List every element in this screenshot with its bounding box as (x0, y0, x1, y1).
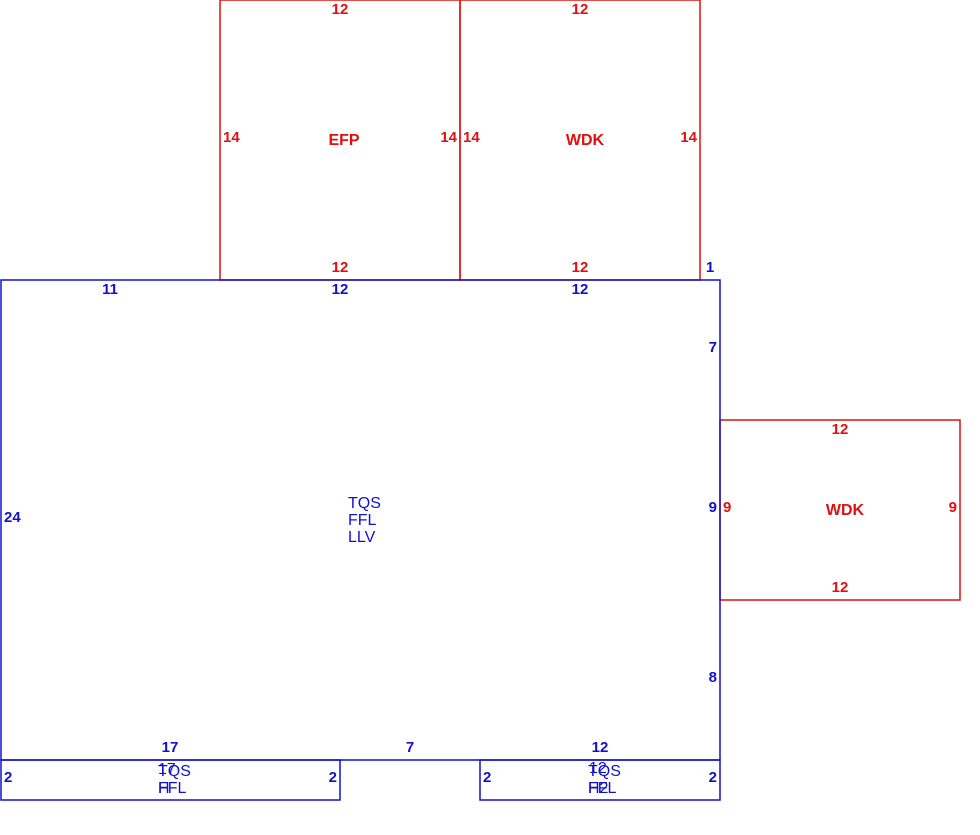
efp-bottom-dimension: 12 (332, 259, 349, 276)
wdk-right-left-dimension: 9 (723, 499, 731, 516)
wdk-top-top-dimension: 12 (572, 1, 589, 18)
main-area: TQS FFL LLV 11 12 12 1 7 9 8 24 17 7 12 (0, 259, 721, 761)
bump-left-right-dimension: 2 (329, 769, 337, 786)
wdk-top-code: WDK (566, 132, 605, 149)
bump-left-overlap-2: H (158, 780, 170, 797)
bump-right-overlap-2: H2 (588, 780, 609, 797)
main-top-right-dimension: 12 (572, 281, 589, 298)
wdk-top-right-dimension: 14 (680, 129, 697, 146)
main-bottom-right-dimension: 12 (592, 739, 609, 756)
main-bottom-left-dimension: 17 (162, 739, 179, 756)
bump-right-right-dimension: 2 (709, 769, 717, 786)
wdk-top-bottom-dimension: 12 (572, 259, 589, 276)
wdk-top-area: WDK 12 12 14 14 (459, 0, 701, 281)
main-top-mid-dimension: 12 (332, 281, 349, 298)
bump-left-code-1: TQS (158, 763, 191, 780)
bump-right-area: TQS FFL 12 H2 2 2 (479, 759, 721, 801)
wdk-right-top-dimension: 12 (832, 421, 849, 438)
wdk-right-bottom-dimension: 12 (832, 579, 849, 596)
main-top-left-dimension: 11 (102, 281, 118, 298)
efp-right-dimension: 14 (440, 129, 457, 146)
efp-code: EFP (328, 132, 359, 149)
efp-left-dimension: 14 (223, 129, 240, 146)
main-code-3: LLV (348, 529, 376, 546)
bump-left-outline (0, 759, 341, 801)
main-right-upper-dimension: 7 (709, 339, 717, 356)
wdk-right-right-dimension: 9 (949, 499, 957, 516)
bump-right-overlap-1: 12 (589, 760, 607, 777)
main-left-dimension: 24 (4, 509, 21, 526)
bump-left-overlap-1: 17 (158, 761, 176, 778)
bump-right-outline (479, 759, 721, 801)
main-right-lower-dimension: 8 (709, 669, 717, 686)
bump-right-code-1: TQS (588, 763, 621, 780)
efp-top-dimension: 12 (332, 1, 349, 18)
main-code-1: TQS (348, 495, 381, 512)
main-right-mid-dimension: 9 (709, 499, 717, 516)
main-outline (0, 279, 721, 761)
main-top-corner-dimension: 1 (706, 259, 714, 276)
wdk-top-left-dimension: 14 (463, 129, 480, 146)
main-bottom-mid-dimension: 7 (406, 739, 414, 756)
bump-left-left-dimension: 2 (4, 769, 12, 786)
bump-left-code-2: FFL (158, 780, 187, 797)
wdk-right-area: WDK 12 12 9 9 (719, 419, 961, 601)
main-code-2: FFL (348, 512, 377, 529)
bump-right-code-2: FFL (588, 780, 617, 797)
wdk-right-code: WDK (826, 502, 865, 519)
efp-area: EFP 12 12 14 14 (219, 0, 461, 281)
bump-right-left-dimension: 2 (483, 769, 491, 786)
bump-left-area: TQS FFL 17 H 2 2 (0, 759, 341, 801)
